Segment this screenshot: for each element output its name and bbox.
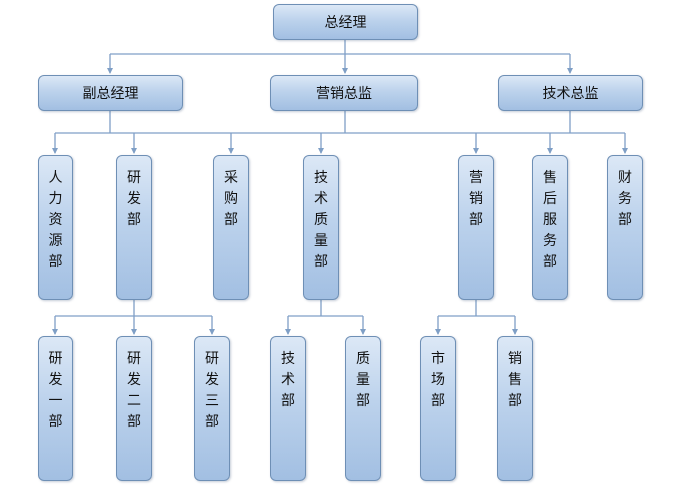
node-finance-department: 财务部 xyxy=(607,155,643,300)
node-technical-department: 技术部 xyxy=(270,336,306,481)
node-label: 研发三部 xyxy=(205,351,219,430)
node-label: 人力资源部 xyxy=(48,170,63,270)
node-rd-3-department: 研发三部 xyxy=(194,336,230,481)
node-quality-department: 质量部 xyxy=(345,336,381,481)
node-label: 质量部 xyxy=(356,351,370,409)
node-after-sales-department: 售后服务部 xyxy=(532,155,568,300)
node-label: 技术质量部 xyxy=(314,170,328,270)
node-label: 研发一部 xyxy=(48,351,63,430)
connector-marketing-bus xyxy=(438,300,515,317)
node-rd-2-department: 研发二部 xyxy=(116,336,152,481)
node-label: 技术总监 xyxy=(542,86,599,102)
node-label: 技术部 xyxy=(281,351,295,409)
node-rd-department: 研发部 xyxy=(116,155,152,300)
node-market-department: 市场部 xyxy=(420,336,456,481)
node-deputy-general-manager: 副总经理 xyxy=(38,75,183,111)
connector-tech-quality-bus xyxy=(288,300,363,317)
node-label: 营销总监 xyxy=(316,86,372,102)
node-marketing-director: 营销总监 xyxy=(270,75,418,111)
node-label: 研发二部 xyxy=(127,351,141,430)
node-tech-quality-department: 技术质量部 xyxy=(303,155,339,300)
node-label: 销售部 xyxy=(508,351,522,409)
connector-level2-bus xyxy=(55,111,625,134)
node-hr-department: 人力资源部 xyxy=(38,155,73,300)
node-marketing-department: 营销部 xyxy=(458,155,494,300)
node-technical-director: 技术总监 xyxy=(498,75,643,111)
node-label: 营销部 xyxy=(469,170,483,228)
node-purchasing-department: 采购部 xyxy=(213,155,249,300)
node-rd-1-department: 研发一部 xyxy=(38,336,73,481)
node-label: 总经理 xyxy=(324,15,367,31)
node-label: 研发部 xyxy=(127,170,141,228)
node-label: 副总经理 xyxy=(82,86,139,102)
connector-root-bus xyxy=(110,40,570,55)
node-general-manager: 总经理 xyxy=(273,4,418,40)
node-label: 财务部 xyxy=(618,170,632,228)
connector-rd-bus xyxy=(55,300,212,317)
node-label: 市场部 xyxy=(431,351,445,409)
node-sales-department: 销售部 xyxy=(497,336,533,481)
node-label: 售后服务部 xyxy=(543,170,557,270)
node-label: 采购部 xyxy=(224,170,238,228)
